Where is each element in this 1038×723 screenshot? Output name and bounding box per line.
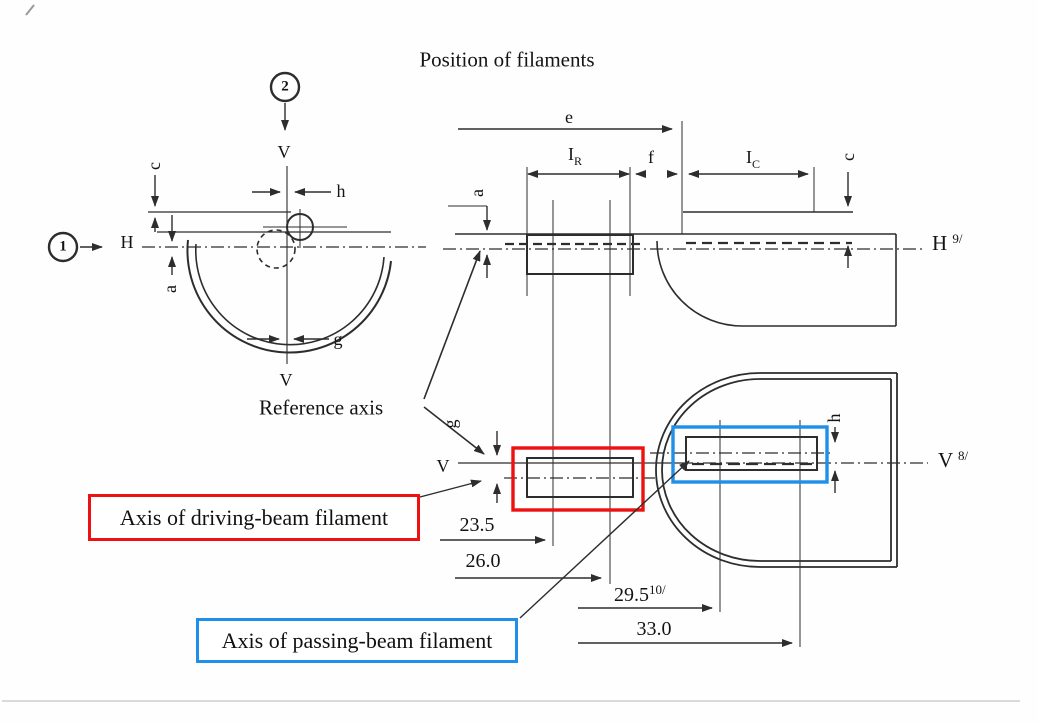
- h-axis-label-endview: H: [120, 232, 134, 252]
- driving-beam-callout-text: Axis of driving-beam filament: [119, 504, 389, 530]
- footnote-9: 9/: [952, 231, 963, 246]
- shield-top-view: [656, 240, 743, 327]
- dimension-29-5: 29.510/: [614, 583, 666, 605]
- passing-beam-callout: Axis of passing-beam filament: [196, 618, 518, 663]
- dim-label-ir-main: I: [567, 144, 574, 164]
- footnote-10: 10/: [649, 582, 666, 597]
- passing-beam-callout-text: Axis of passing-beam filament: [221, 627, 493, 653]
- dim-label-f: f: [648, 147, 654, 167]
- v-axis-label-left: V: [436, 456, 450, 476]
- dim-label-e: e: [565, 107, 573, 127]
- dim-label-ir-sub: R: [573, 154, 583, 168]
- dimension-26-0: 26.0: [465, 550, 501, 572]
- v-axis-label-bottom: V: [279, 370, 293, 390]
- dim-label-ir: IR: [568, 145, 582, 167]
- section-marker-2: 2: [281, 78, 289, 95]
- passing-beam-highlight-box: [671, 425, 829, 484]
- dim-label-a-endview: a: [160, 285, 180, 293]
- reference-axis-leaders: [423, 250, 485, 455]
- h-axis-label-right: H 9/: [932, 232, 963, 254]
- section-marker-1: 1: [59, 238, 67, 255]
- dim-label-g-vview: g: [440, 419, 460, 429]
- dim-label-h-vview: h: [824, 413, 844, 423]
- v-axis-label-top: V: [277, 142, 291, 162]
- end-view: [47, 71, 426, 364]
- scan-artifacts: [2, 4, 1020, 702]
- driving-beam-callout: Axis of driving-beam filament: [88, 494, 420, 541]
- dim-label-ic-main: I: [745, 147, 752, 167]
- filament-cross-section-dashed: [256, 229, 296, 269]
- dim-label-g-endview: g: [333, 329, 343, 349]
- section-marker-1-circle: [47, 231, 79, 263]
- dim-label-a-hview: a: [467, 189, 487, 197]
- v-axis-label-right: V 8/: [938, 449, 968, 471]
- dim-label-ic-sub: C: [751, 157, 761, 171]
- shield-arc-inner: [194, 243, 385, 346]
- dim-label-c-hview: c: [838, 153, 858, 161]
- dim-label-c-endview: c: [144, 162, 164, 170]
- dimension-29-5-value: 29.5: [614, 584, 649, 606]
- footnote-8: 8/: [958, 448, 969, 463]
- shield-bottom-view-outer: [655, 372, 897, 568]
- v-plane-view: [419, 200, 928, 647]
- reference-axis-label: Reference axis: [259, 395, 384, 420]
- dimension-23-5: 23.5: [459, 514, 495, 536]
- shield-arc-outer: [186, 239, 392, 354]
- dim-label-ic: IC: [746, 148, 760, 170]
- v-axis-letter: V: [938, 448, 953, 472]
- h-plane-view: [443, 121, 925, 327]
- section-marker-2-circle: [269, 71, 301, 103]
- h-axis-letter: H: [932, 231, 948, 255]
- shield-bottom-view-inner: [661, 378, 891, 562]
- driving-beam-highlight-box: [511, 446, 645, 512]
- dimension-33-0: 33.0: [636, 618, 672, 640]
- page-title: Position of filaments: [419, 47, 595, 72]
- driving-filament-top-view: [526, 234, 634, 275]
- dim-label-h-endview: h: [336, 181, 346, 201]
